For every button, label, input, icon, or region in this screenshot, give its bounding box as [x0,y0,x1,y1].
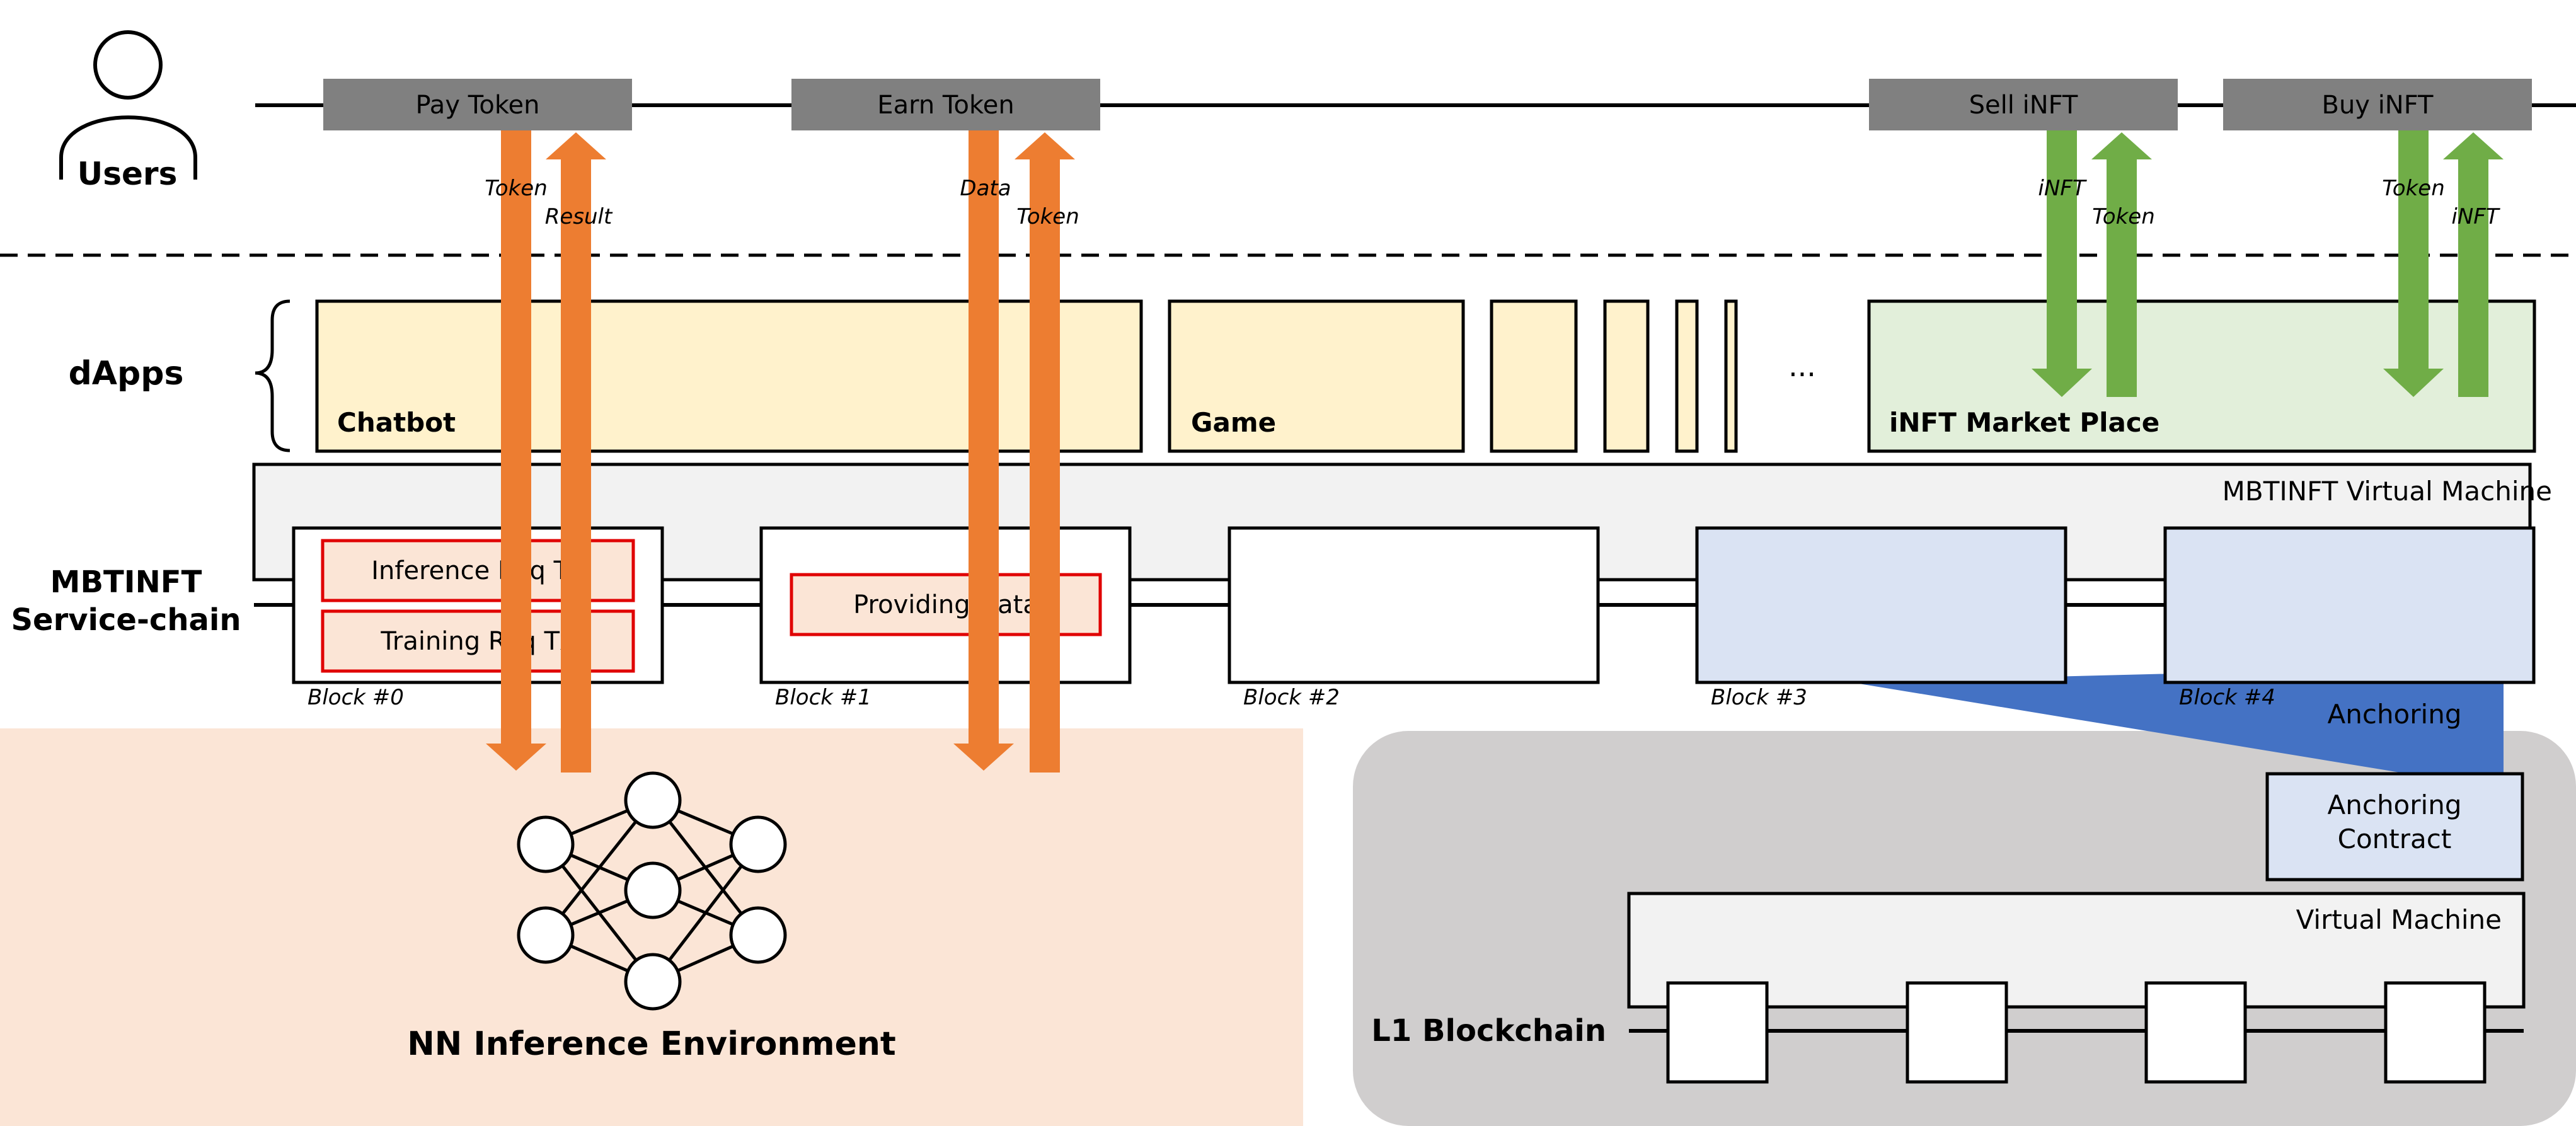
l1-block-3[interactable] [2144,981,2247,1084]
anchoring-label: Anchoring [2328,699,2462,730]
anchoring-triangle [1848,665,2504,790]
token-box-sell[interactable]: Sell iNFT [1869,79,2178,130]
block-0-label: Block #0 [308,685,404,710]
users-label: Users [78,156,178,192]
arrow-earn-up [1015,132,1075,773]
arrow-sell-up [2091,132,2152,397]
neural-network-icon [517,771,787,1011]
block-2[interactable] [1228,526,1600,684]
l1-block-4[interactable] [2384,981,2487,1084]
dapp-small-box-2[interactable] [1603,299,1650,453]
arrow-pay-up [546,132,606,773]
arrow-label-buy-down: Token [2382,176,2445,201]
arrow-earn-down [953,130,1014,771]
service-chain-label-1: MBTINFT [50,565,202,600]
dapp-game-label: Game [1191,407,1276,438]
anchoring-contract-label-2: Contract [2338,824,2452,854]
dapp-small-box-4[interactable] [1724,299,1738,453]
arrow-label-sell-up: Token [2092,204,2155,229]
anchoring-contract-box[interactable] [2265,772,2524,882]
arrow-buy-down [2383,130,2444,397]
nn-environment-label: NN Inference Environment [407,1025,896,1063]
block-3-label: Block #3 [1711,685,1807,710]
dapps-label: dApps [69,355,184,393]
token-box-buy[interactable]: Buy iNFT [2223,79,2532,130]
arrow-label-earn-down: Data [960,176,1011,201]
mbtinft-vm-label: MBTINFT Virtual Machine [2222,476,2552,507]
dapp-chatbot-label: Chatbot [337,407,456,438]
token-box-pay-label: Pay Token [415,91,539,120]
tx-providing-data-label: Providing Data [853,590,1038,619]
arrow-sell-down [2032,130,2092,397]
arrow-label-earn-up: Token [1016,204,1079,229]
l1-block-2[interactable] [1906,981,2008,1084]
dapp-market-label: iNFT Market Place [1889,407,2159,438]
l1-block-1[interactable] [1666,981,1769,1084]
arrow-label-buy-up: iNFT [2451,204,2500,229]
dapp-small-box-1[interactable] [1490,299,1578,453]
service-chain-label-2: Service-chain [11,602,241,638]
arrow-pay-down [486,130,546,771]
block-4[interactable] [2163,526,2536,684]
block-2-label: Block #2 [1243,685,1340,710]
token-box-pay[interactable]: Pay Token [323,79,632,130]
block-4-label: Block #4 [2179,685,2275,710]
tx-inference-label: Inference Req Tx [371,556,584,585]
dapp-game-box[interactable] [1168,299,1465,453]
l1-vm-label: Virtual Machine [2296,904,2502,935]
arrow-label-pay-down: Token [485,176,548,201]
arrow-label-sell-down: iNFT [2038,176,2086,201]
token-box-sell-label: Sell iNFT [1969,91,2078,120]
user-icon [59,30,197,180]
block-1-label: Block #1 [775,685,871,710]
tx-training-label: Training Req Tx [380,627,574,656]
dapp-small-box-3[interactable] [1675,299,1699,453]
token-box-earn[interactable]: Earn Token [791,79,1100,130]
token-box-earn-label: Earn Token [877,91,1014,120]
l1-vm-box [1627,892,2526,1009]
token-box-buy-label: Buy iNFT [2322,91,2434,120]
arrow-label-pay-up: Result [545,204,613,229]
dapp-chatbot-box[interactable] [315,299,1143,453]
curly-brace-icon [255,299,290,452]
block-3[interactable] [1695,526,2067,684]
l1-blockchain-label: L1 Blockchain [1371,1013,1606,1048]
anchoring-contract-label-1: Anchoring [2328,790,2462,820]
arrow-buy-up [2443,132,2504,397]
ellipsis-label: ... [1788,349,1816,383]
